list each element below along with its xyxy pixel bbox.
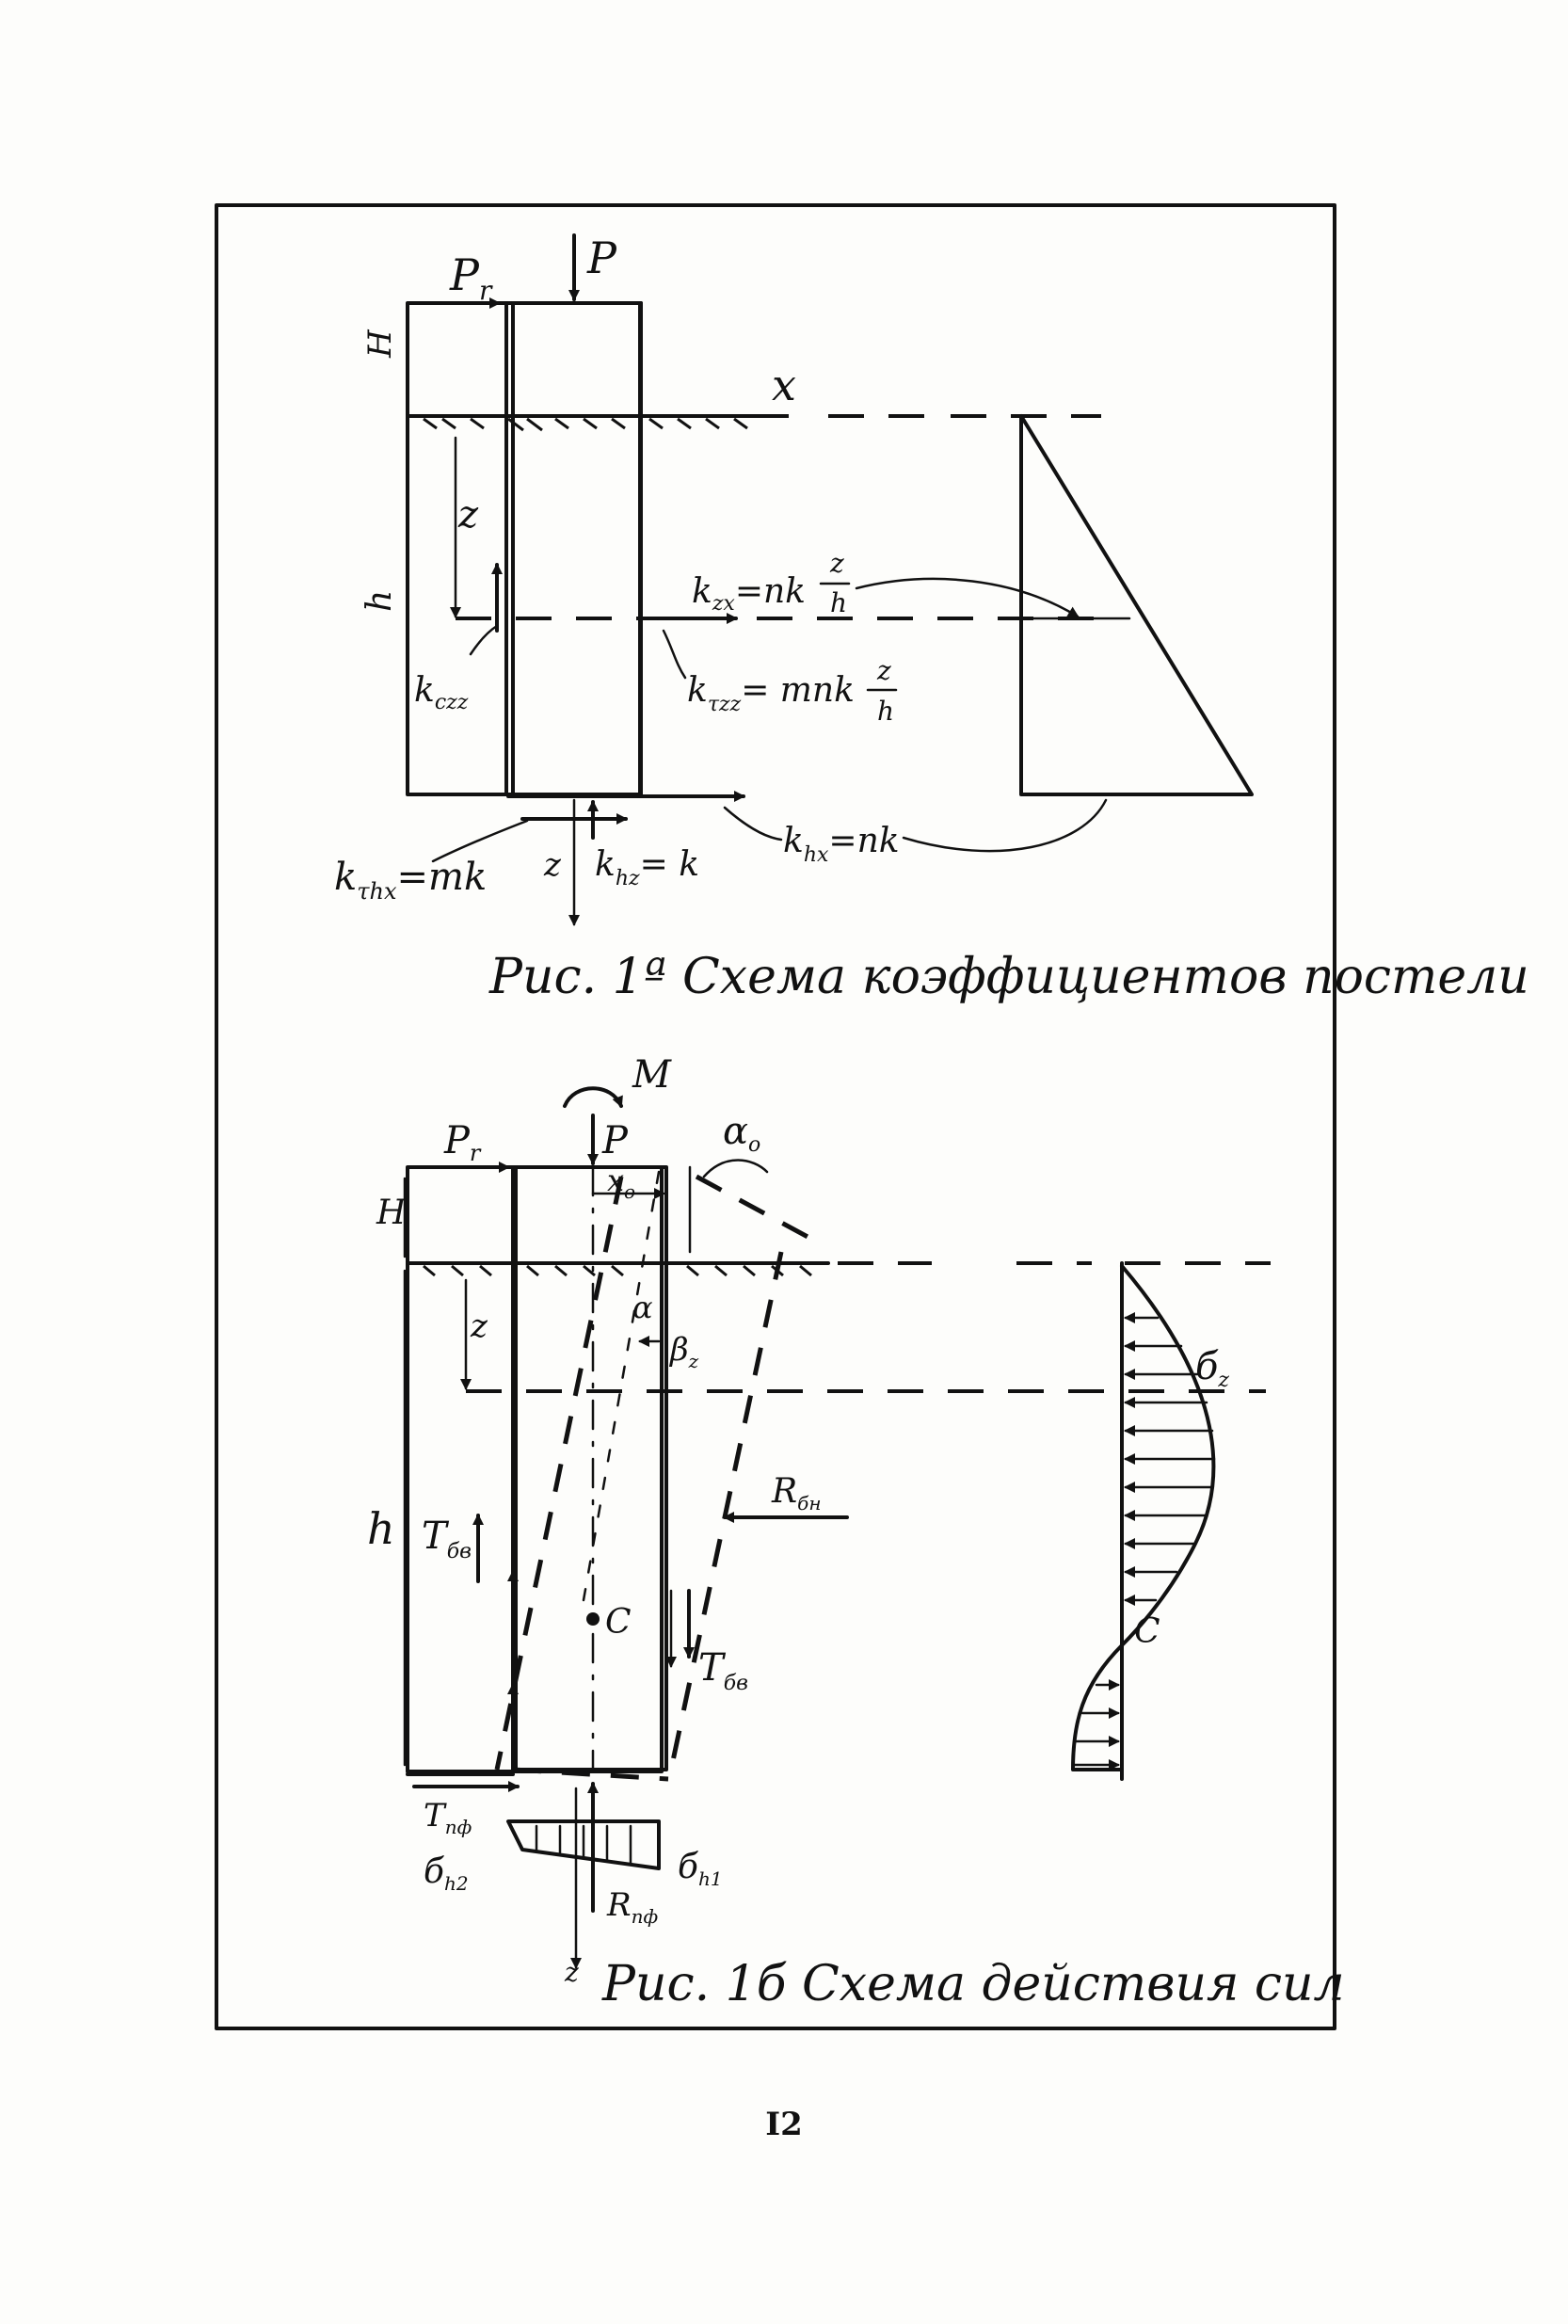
- pile-outline-b: [406, 1165, 664, 1773]
- k-hx-label-a: khx=nk: [783, 822, 900, 867]
- rotation-center-point-b: [586, 1612, 600, 1626]
- h-upper-label-a: H: [361, 329, 399, 359]
- pile-shaft-a: [511, 301, 642, 796]
- deflected-axis-b: [582, 1170, 661, 1602]
- p-label-b: P: [601, 1119, 629, 1162]
- r-bn-label-b: Rбн: [771, 1472, 822, 1515]
- sigma-z-label-b: бz: [1195, 1345, 1229, 1392]
- k-thx-label-a: kτhx=mk: [334, 856, 487, 905]
- k-zx-label-a: kzx=nk: [692, 572, 806, 616]
- figure-a: Pr P H x z h kzx=nk z h kczz kτzz= mnk z: [334, 232, 1529, 1005]
- k-tzz-frac-den-a: h: [877, 696, 894, 727]
- x0-label-b: xo: [607, 1162, 635, 1203]
- k-tzz-label-a: kτzz= mnk: [687, 671, 855, 716]
- k-tzz-frac-num-a: z: [876, 655, 891, 686]
- alpha0-label-b: αo: [723, 1110, 760, 1157]
- sigma-z-diagram-b: бz C: [1071, 1261, 1229, 1781]
- t-bv-left-label-b: Tбв: [422, 1515, 472, 1563]
- h-lower-label-b: h: [367, 1503, 395, 1554]
- deflected-pile-right-b: [668, 1251, 784, 1771]
- x-axis-label-a: x: [772, 360, 796, 410]
- caption-figure-b: Рис. 1б Схема действия сил: [601, 1956, 1345, 2012]
- p-r-label-b: Pr: [443, 1119, 482, 1166]
- p-r-label-a: Pr: [449, 249, 493, 306]
- beta-z-label-b: βz: [668, 1331, 699, 1372]
- figure-b: M P Pr H xo αo α βz z h Tбв Tбв: [367, 1053, 1345, 2012]
- ground-surface-b: [406, 1261, 1271, 1277]
- t-bv-right-label-b: Tбв: [698, 1646, 748, 1695]
- h-lower-label-a: h: [360, 590, 399, 612]
- t-pf-label-b: Tпф: [424, 1797, 472, 1838]
- k-zx-leader-a: [855, 577, 1080, 618]
- k-zx-triangle-diagram-a: [1019, 414, 1254, 796]
- figure-frame: [215, 203, 1336, 2030]
- moment-arc-b: [563, 1086, 623, 1108]
- c-label-diagram-b: C: [1134, 1612, 1160, 1651]
- deflected-pile-left-b: [494, 1176, 624, 1771]
- alpha-label-b: α: [632, 1290, 653, 1325]
- k-hz-label-a: khz= k: [595, 845, 699, 890]
- caption-figure-a: Рис. 1ª Схема коэффициентов постели: [488, 949, 1529, 1005]
- k-zx-frac-num-a: z: [829, 548, 844, 579]
- z-label-bottom-a: z: [543, 846, 562, 884]
- sigma-h2-label-b: бh2: [424, 1852, 469, 1895]
- sigma-h1-label-b: бh1: [678, 1848, 723, 1890]
- pile-outline-a: [406, 301, 643, 796]
- base-pressure-diagram-b: [506, 1819, 661, 1870]
- z-label-a: z: [457, 493, 479, 537]
- k-czz-label-a: kczz: [414, 671, 469, 714]
- r-pf-label-b: Rпф: [606, 1886, 658, 1928]
- m-label-b: M: [632, 1053, 672, 1097]
- z-label-b: z: [470, 1307, 488, 1345]
- c-label-axis-b: C: [605, 1603, 632, 1642]
- k-zx-frac-den-a: h: [830, 587, 847, 618]
- page-number: I2: [765, 2106, 803, 2143]
- ground-surface-a: [406, 414, 1101, 432]
- h-upper-label-b: H: [376, 1194, 407, 1232]
- p-label-a: P: [586, 232, 617, 283]
- z-label-bottom-b: z: [564, 1957, 579, 1988]
